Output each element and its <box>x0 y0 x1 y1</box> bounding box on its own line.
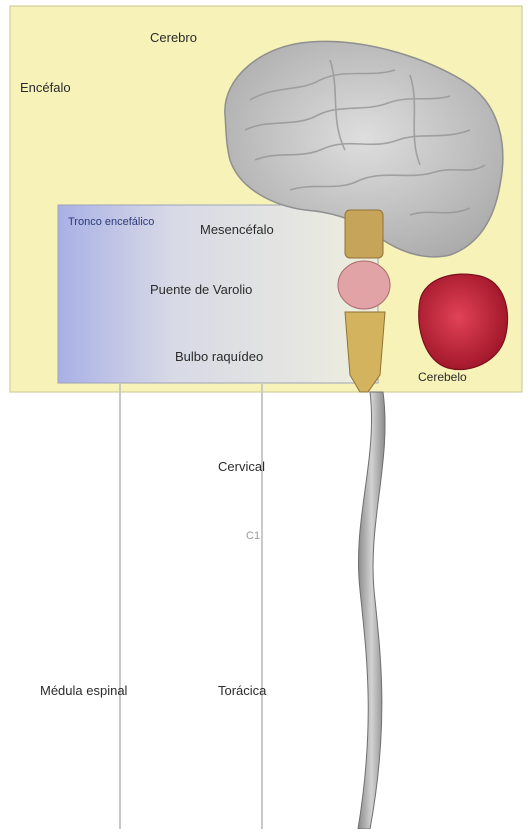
midbrain-shape <box>345 210 383 258</box>
label-cerebro: Cerebro <box>150 30 197 45</box>
label-toracica: Torácica <box>218 683 266 698</box>
label-cerebelo: Cerebelo <box>418 370 467 384</box>
label-c1: C1 <box>246 530 260 542</box>
label-bulbo: Bulbo raquídeo <box>175 349 263 364</box>
spinal-cord <box>358 392 385 829</box>
label-tronco-encefalico: Tronco encefálico <box>68 216 158 229</box>
pons-shape <box>338 261 390 309</box>
cerebellum-shape <box>419 274 508 369</box>
label-medula-espinal: Médula espinal <box>40 683 127 698</box>
label-puente: Puente de Varolio <box>150 282 252 297</box>
label-mesencefalo: Mesencéfalo <box>200 222 274 237</box>
label-encefalo: Encéfalo <box>20 80 71 95</box>
label-cervical: Cervical <box>218 459 265 474</box>
